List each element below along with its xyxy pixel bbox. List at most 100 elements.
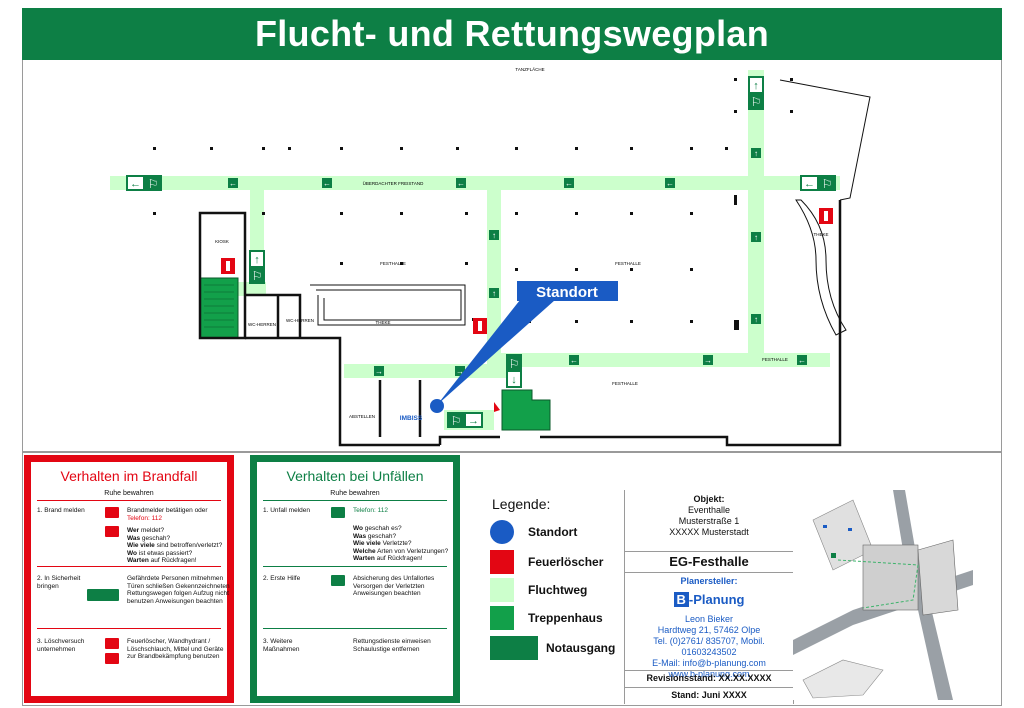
planer-person: Leon Bieker	[684, 614, 734, 624]
exit-sign-kiosk: ↑ ⚐	[249, 250, 265, 284]
stairwells	[199, 277, 551, 431]
svg-text:→: →	[375, 367, 383, 376]
svg-text:⚐: ⚐	[451, 414, 462, 428]
objekt-label: Objekt:	[693, 494, 725, 504]
walls	[198, 200, 842, 447]
svg-text:←: ←	[323, 179, 331, 188]
fire-title: Verhalten im Brandfall	[60, 468, 198, 484]
info-frame	[22, 452, 1002, 706]
svg-text:⚐: ⚐	[252, 269, 263, 283]
svg-text:↓: ↓	[511, 374, 517, 386]
emergency-exit-icon	[490, 636, 538, 660]
svg-text:→: →	[456, 367, 464, 376]
svg-text:←: ←	[570, 356, 578, 365]
phone-icon	[331, 507, 345, 521]
extinguisher-icons	[221, 208, 833, 412]
planer-label: Planersteller:	[680, 576, 738, 586]
accident-step-1: 1. Unfall melden Telefon: 112 Wo geschah…	[263, 507, 448, 567]
svg-text:←: ←	[804, 178, 815, 190]
hydrant-icon	[105, 653, 119, 667]
exit-sign-top: ↑ ⚐	[748, 76, 764, 110]
extinguisher-icon	[105, 638, 119, 652]
objekt-street: Musterstraße 1	[678, 516, 740, 526]
legend-treppenhaus: Treppenhaus	[490, 606, 603, 630]
legend: Legende: Standort Feuerlöscher Fluchtweg…	[484, 490, 624, 704]
label-festhalle-left: FESTHALLE	[380, 261, 406, 266]
route-arrows: ← ← ← ← ← ↑ ↑ ↑ ↑ ↑ → → ← → ←	[228, 148, 807, 376]
label-festhalle-lower: FESTHALLE	[612, 381, 638, 386]
label-tanzflaeche: TANZFLÄCHE	[515, 66, 544, 72]
label-abstellen: ABSTELLEN	[349, 414, 375, 419]
svg-text:←: ←	[229, 179, 237, 188]
fire-step3-label: 3. Löschversuch unternehmen	[37, 638, 85, 653]
fire-instructions: Verhalten im Brandfall Ruhe bewahren 1. …	[24, 455, 234, 703]
accident-step2-label: 2. Erste Hilfe	[263, 575, 301, 582]
accident-subtitle: Ruhe bewahren	[263, 490, 447, 501]
svg-text:↑: ↑	[492, 289, 496, 298]
fire-step-2: 2. In Sicherheit bringen Gefährdete Pers…	[37, 575, 230, 625]
standort-pointer	[437, 300, 555, 405]
fire-step1-phone: Telefon: 112	[127, 514, 162, 522]
exit-sign-left: ← ⚐	[126, 175, 162, 191]
extinguisher-icon	[490, 550, 514, 574]
fire-step-1: 1. Brand melden Brandmelder betätigen od…	[37, 507, 222, 567]
planer-web[interactable]: www.b-planung.com	[668, 669, 750, 679]
floor-plan: TANZFLÄCHE ÜBERDACHTER FREISTAND KIOSK F…	[110, 66, 871, 447]
plan-title: Flucht- und Rettungswegplan	[22, 8, 1002, 60]
objekt-name: Eventhalle	[687, 505, 731, 515]
accident-instructions: Verhalten bei Unfällen Ruhe bewahren 1. …	[250, 455, 460, 703]
label-theke-left: THEKE	[375, 320, 390, 325]
label-theke-right: THEKE	[813, 232, 828, 237]
revision: Revisionsstand: XX.XX.XXXX	[646, 673, 772, 683]
planer-address: Hardtweg 21, 57462 Olpe	[657, 625, 761, 635]
planer-phone: Tel. (0)2761/ 835707, Mobil. 01603243502	[653, 636, 765, 657]
svg-text:←: ←	[798, 356, 806, 365]
exit-sign-right: ← ⚐	[800, 175, 836, 191]
legend-fluchtweg: Fluchtweg	[490, 578, 587, 602]
svg-text:→: →	[468, 415, 479, 427]
exit-sign-imbiss: ⚐ →	[447, 412, 483, 428]
phone-icon	[105, 526, 119, 540]
object-info: Objekt: Eventhalle Musterstraße 1 XXXXX …	[624, 490, 794, 704]
legend-title: Legende:	[492, 496, 551, 512]
floor-name: EG-Festhalle	[669, 554, 749, 569]
label-festhalle-corridor: FESTHALLE	[762, 357, 788, 362]
accident-step-2: 2. Erste Hilfe Absicherung des Unfallort…	[263, 575, 447, 615]
legend-notausgang: Notausgang	[490, 636, 615, 660]
escape-routes	[110, 70, 840, 430]
stand: Stand: Juni XXXX	[671, 690, 747, 700]
first-aid-icon	[331, 575, 345, 589]
standort-icon	[490, 520, 514, 544]
svg-text:↑: ↑	[754, 149, 758, 158]
standort-label: Standort	[536, 284, 598, 301]
svg-text:⚐: ⚐	[148, 177, 159, 191]
svg-text:⚐: ⚐	[822, 177, 833, 191]
accident-step-3: 3. Weitere Maßnahmen Rettungsdienste ein…	[263, 638, 447, 668]
svg-text:↑: ↑	[492, 231, 496, 240]
floor-plan-frame	[22, 60, 1002, 452]
fire-step1-a: Brandmelder betätigen oder	[127, 507, 208, 514]
exit-sign-center: ⚐ ↓	[506, 354, 522, 388]
fire-step-3: 3. Löschversuch unternehmen Feuerlöscher…	[37, 638, 223, 678]
accident-step3-text: Rettungsdienste einweisen Schaulustige e…	[353, 638, 431, 653]
standort-marker	[430, 399, 444, 413]
stairwell-swatch	[490, 606, 514, 630]
planer-logo: B-Planung	[625, 592, 793, 607]
alarm-icon	[105, 507, 119, 521]
accident-title: Verhalten bei Unfällen	[286, 468, 424, 484]
standort-box	[517, 281, 618, 301]
exit-icon	[87, 589, 119, 604]
svg-text:⚐: ⚐	[509, 357, 520, 371]
svg-text:←: ←	[565, 179, 573, 188]
svg-text:⚐: ⚐	[751, 95, 762, 109]
label-imbiss: IMBISS	[400, 415, 423, 422]
accident-step1-phone: Telefon: 112	[353, 507, 388, 514]
objekt-city: XXXXX Musterstadt	[669, 527, 749, 537]
planer-email[interactable]: E-Mail: info@b-planung.com	[652, 658, 766, 668]
label-wc-herren-1: WC-HERREN	[248, 322, 276, 327]
svg-text:←: ←	[666, 179, 674, 188]
svg-text:←: ←	[130, 178, 141, 190]
accident-step3-label: 3. Weitere Maßnahmen	[263, 638, 300, 653]
svg-text:↑: ↑	[754, 315, 758, 324]
svg-text:←: ←	[457, 179, 465, 188]
